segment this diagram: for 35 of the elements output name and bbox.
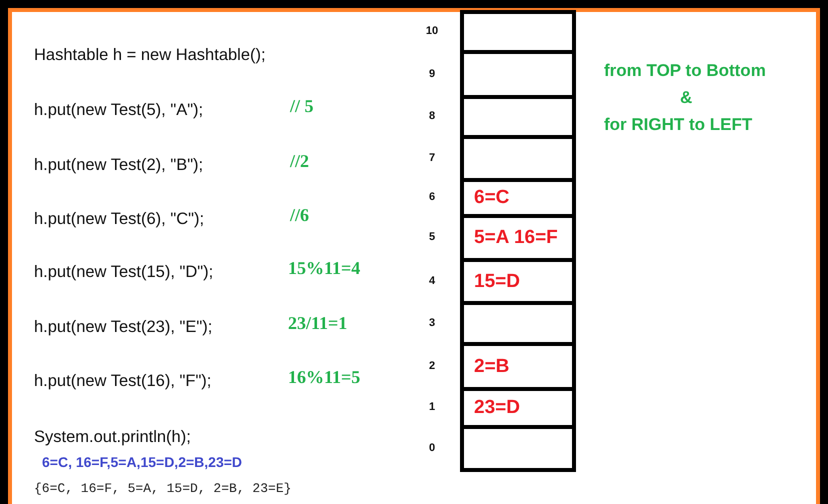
bucket-index: 9	[428, 68, 436, 80]
bucket-entry: 2=B	[474, 356, 510, 378]
bucket-index: 1	[428, 401, 436, 413]
bucket-entry: 5=A 16=F	[474, 227, 558, 249]
bucket-index: 10	[424, 25, 440, 37]
bucket-index: 6	[428, 191, 436, 203]
code-line: h.put(new Test(16), "F");	[34, 372, 212, 390]
bucket-entry: 6=C	[474, 187, 510, 209]
code-line: Hashtable h = new Hashtable();	[34, 46, 266, 64]
code-line: h.put(new Test(23), "E");	[34, 318, 212, 336]
bucket-index: 3	[428, 316, 436, 328]
note-text: from TOP to Bottom	[604, 62, 766, 81]
note-text: &	[680, 89, 692, 108]
code-comment: // 5	[290, 97, 314, 117]
bucket-index: 2	[428, 360, 436, 372]
bucket-index: 0	[428, 442, 436, 454]
bucket-index: 4	[428, 274, 436, 286]
code-comment: //2	[290, 152, 310, 172]
bucket-index: 7	[428, 152, 436, 164]
note-text: for RIGHT to LEFT	[604, 116, 752, 135]
code-comment: //6	[290, 206, 310, 226]
bucket-index: 5	[428, 231, 436, 243]
code-line: h.put(new Test(2), "B");	[34, 156, 204, 174]
console-output: {6=C, 16=F, 5=A, 15=D, 2=B, 23=E}	[34, 482, 292, 496]
bucket-entry: 15=D	[474, 270, 520, 292]
code-comment: 16%11=5	[288, 368, 360, 388]
expected-output: 6=C, 16=F,5=A,15=D,2=B,23=D	[42, 455, 242, 470]
code-comment: 23/11=1	[288, 314, 348, 334]
code-line: h.put(new Test(15), "D");	[34, 263, 214, 282]
bucket-entry: 23=D	[474, 397, 520, 419]
code-comment: 15%11=4	[288, 259, 360, 279]
code-line: System.out.println(h);	[34, 428, 191, 446]
code-line: h.put(new Test(5), "A");	[34, 101, 204, 120]
bucket-index: 8	[428, 110, 436, 122]
code-line: h.put(new Test(6), "C");	[34, 210, 204, 228]
